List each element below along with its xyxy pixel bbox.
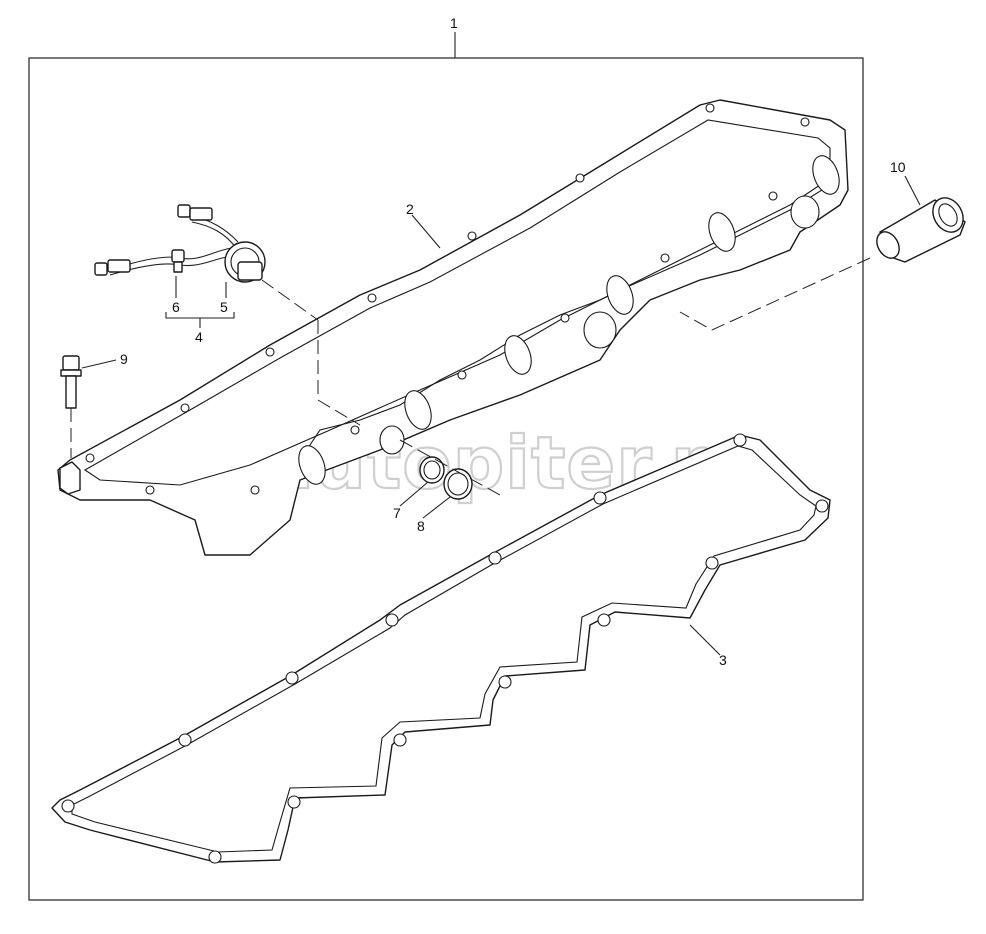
callout-7: 7 (393, 505, 401, 521)
valve-cover-part-2 (57, 99, 849, 556)
callout-10: 10 (890, 159, 906, 175)
bolt-part-9 (60, 355, 82, 458)
callout-6: 6 (172, 299, 180, 315)
connector-part-5 (224, 241, 266, 283)
callout-2: 2 (406, 201, 414, 217)
o-ring-part-7 (419, 456, 445, 484)
gasket-part-3 (51, 433, 831, 864)
sleeve-part-10 (876, 197, 966, 263)
leader-lines (81, 175, 921, 656)
callout-4: 4 (195, 329, 203, 345)
gasket-bolt-holes (61, 433, 829, 864)
callout-9: 9 (120, 351, 128, 367)
callout-5: 5 (220, 299, 228, 315)
cover-bolt-holes (85, 103, 810, 495)
callout-1: 1 (450, 15, 458, 31)
cover-ports (298, 155, 840, 485)
sensor-part-6 (171, 249, 185, 273)
callout-8: 8 (417, 518, 425, 534)
callout-3: 3 (719, 652, 727, 668)
wiring-harness-part-4 (94, 204, 361, 426)
callout-labels: 1 2 3 4 5 6 7 8 9 10 (120, 15, 906, 668)
snap-ring-part-8 (443, 468, 473, 500)
harness-connector-clips (94, 204, 213, 276)
assembly-frame (28, 57, 864, 901)
